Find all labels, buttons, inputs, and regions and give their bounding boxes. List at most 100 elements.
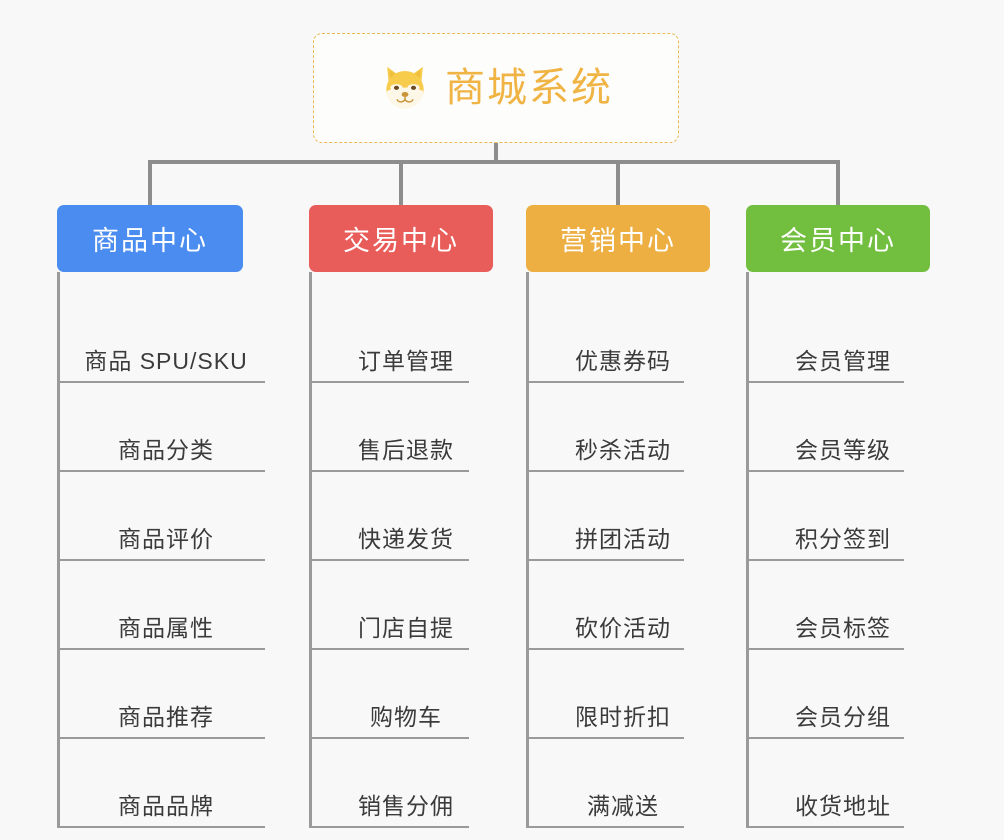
leaf-item-underline	[746, 648, 904, 650]
leaf-item-underline	[746, 826, 904, 828]
leaf-item[interactable]: 售后退款	[309, 383, 493, 472]
leaf-item-label: 商品推荐	[118, 704, 214, 730]
category-header-label: 交易中心	[343, 226, 459, 256]
leaf-item[interactable]: 满减送	[526, 739, 710, 828]
category-column-4: 会员中心会员管理会员等级积分签到会员标签会员分组收货地址	[746, 205, 930, 828]
leaf-item[interactable]: 积分签到	[746, 472, 930, 561]
leaf-item[interactable]: 快递发货	[309, 472, 493, 561]
leaf-item-label: 购物车	[370, 704, 442, 730]
leaf-item-label: 商品 SPU/SKU	[84, 348, 248, 374]
leaf-item-label: 会员管理	[795, 348, 891, 374]
column-trunk-line	[526, 272, 529, 828]
leaf-item[interactable]: 销售分佣	[309, 739, 493, 828]
category-header-3[interactable]: 营销中心	[526, 205, 710, 272]
leaf-item-label: 会员分组	[795, 704, 891, 730]
leaf-item-label: 售后退款	[358, 437, 454, 463]
leaf-item-label: 销售分佣	[358, 793, 454, 819]
category-column-2: 交易中心订单管理售后退款快递发货门店自提购物车销售分佣	[309, 205, 493, 828]
leaf-item[interactable]: 订单管理	[309, 294, 493, 383]
leaf-item-underline	[57, 648, 265, 650]
leaf-item-underline	[309, 737, 469, 739]
leaf-item[interactable]: 商品评价	[57, 472, 265, 561]
leaf-item-label: 订单管理	[358, 348, 454, 374]
leaf-item-label: 会员标签	[795, 615, 891, 641]
leaf-item[interactable]: 商品推荐	[57, 650, 265, 739]
leaf-item-underline	[309, 826, 469, 828]
leaf-item-label: 商品品牌	[118, 793, 214, 819]
leaf-item-underline	[526, 737, 684, 739]
leaf-item[interactable]: 商品品牌	[57, 739, 265, 828]
leaf-item-underline	[57, 559, 265, 561]
leaf-item-label: 优惠券码	[575, 348, 671, 374]
leaf-item-underline	[57, 470, 265, 472]
leaf-item-label: 商品属性	[118, 615, 214, 641]
leaf-list-2: 订单管理售后退款快递发货门店自提购物车销售分佣	[309, 272, 493, 828]
leaf-item[interactable]: 秒杀活动	[526, 383, 710, 472]
leaf-item[interactable]: 限时折扣	[526, 650, 710, 739]
leaf-list-1: 商品 SPU/SKU 商品分类商品评价商品属性商品推荐商品品牌	[57, 272, 265, 828]
category-column-3: 营销中心优惠券码秒杀活动拼团活动砍价活动限时折扣满减送	[526, 205, 710, 828]
category-header-2[interactable]: 交易中心	[309, 205, 493, 272]
leaf-item-underline	[309, 470, 469, 472]
column-trunk-line	[746, 272, 749, 828]
leaf-item[interactable]: 购物车	[309, 650, 493, 739]
connector-drop-4	[836, 160, 840, 207]
connector-drop-1	[148, 160, 152, 207]
leaf-item-label: 会员等级	[795, 437, 891, 463]
leaf-item-underline	[526, 470, 684, 472]
leaf-item-label: 商品评价	[118, 526, 214, 552]
leaf-item-underline	[526, 381, 684, 383]
leaf-item-underline	[746, 737, 904, 739]
leaf-item-label: 积分签到	[795, 526, 891, 552]
connector-stem	[494, 143, 498, 164]
connector-horizontal-bar	[148, 160, 840, 164]
leaf-item-underline	[526, 648, 684, 650]
leaf-item-underline	[57, 826, 265, 828]
leaf-item-underline	[309, 381, 469, 383]
leaf-item[interactable]: 优惠券码	[526, 294, 710, 383]
leaf-item[interactable]: 会员标签	[746, 561, 930, 650]
leaf-item-underline	[526, 826, 684, 828]
category-header-label: 商品中心	[92, 226, 208, 256]
leaf-item-underline	[57, 737, 265, 739]
category-header-4[interactable]: 会员中心	[746, 205, 930, 272]
leaf-item-underline	[746, 470, 904, 472]
leaf-item-label: 收货地址	[795, 793, 891, 819]
leaf-item-underline	[309, 648, 469, 650]
root-node[interactable]: 商城系统	[313, 33, 679, 143]
root-title: 商城系统	[445, 66, 613, 110]
leaf-item[interactable]: 砍价活动	[526, 561, 710, 650]
leaf-item[interactable]: 门店自提	[309, 561, 493, 650]
category-column-1: 商品中心商品 SPU/SKU 商品分类商品评价商品属性商品推荐商品品牌	[57, 205, 265, 828]
leaf-list-4: 会员管理会员等级积分签到会员标签会员分组收货地址	[746, 272, 930, 828]
leaf-list-3: 优惠券码秒杀活动拼团活动砍价活动限时折扣满减送	[526, 272, 710, 828]
leaf-item[interactable]: 商品分类	[57, 383, 265, 472]
category-header-label: 会员中心	[780, 226, 896, 256]
leaf-item-underline	[746, 381, 904, 383]
leaf-item-label: 拼团活动	[575, 526, 671, 552]
leaf-item[interactable]: 商品 SPU/SKU	[57, 294, 265, 383]
leaf-item-label: 秒杀活动	[575, 437, 671, 463]
leaf-item-label: 快递发货	[358, 526, 454, 552]
leaf-item-label: 门店自提	[358, 615, 454, 641]
leaf-item-underline	[57, 381, 265, 383]
connector-drop-3	[616, 160, 620, 207]
leaf-item[interactable]: 拼团活动	[526, 472, 710, 561]
leaf-item[interactable]: 收货地址	[746, 739, 930, 828]
connector-drop-2	[399, 160, 403, 207]
leaf-item-label: 商品分类	[118, 437, 214, 463]
category-header-1[interactable]: 商品中心	[57, 205, 243, 272]
leaf-item[interactable]: 会员等级	[746, 383, 930, 472]
leaf-item-underline	[526, 559, 684, 561]
leaf-item-label: 限时折扣	[575, 704, 671, 730]
leaf-item-underline	[746, 559, 904, 561]
leaf-item-label: 砍价活动	[575, 615, 671, 641]
column-trunk-line	[309, 272, 312, 828]
leaf-item-underline	[309, 559, 469, 561]
leaf-item[interactable]: 会员分组	[746, 650, 930, 739]
leaf-item[interactable]: 会员管理	[746, 294, 930, 383]
shiba-dog-face-icon	[386, 66, 424, 109]
leaf-item[interactable]: 商品属性	[57, 561, 265, 650]
category-header-label: 营销中心	[560, 226, 676, 256]
